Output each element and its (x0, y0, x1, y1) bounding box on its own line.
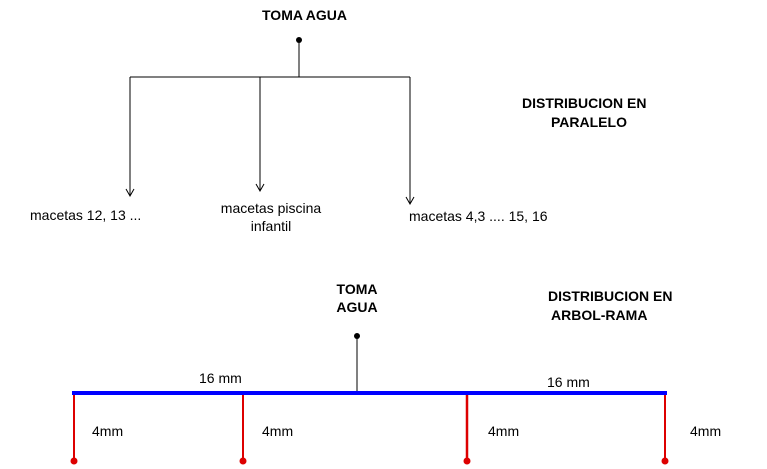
parallel-branch-left-label: macetas 12, 13 ... (30, 207, 142, 223)
tree-main-pipe-right-label: 16 mm (547, 374, 590, 390)
parallel-arrow-middle (255, 183, 265, 193)
parallel-title-line2: PARALELO (551, 114, 627, 130)
parallel-arrow-left (125, 188, 135, 198)
tree-branch-2-label: 4mm (262, 423, 294, 439)
tree-branch-3-label: 4mm (488, 423, 520, 439)
parallel-title-line1: DISTRIBUCION EN (522, 95, 647, 111)
tree-diagram (70, 333, 669, 465)
tree-branch-3-outlet (463, 457, 471, 465)
parallel-branch-middle-label-line2: infantil (250, 218, 292, 234)
tree-source-label-line1: TOMA (336, 281, 378, 297)
tree-branch-4-label: 4mm (690, 423, 722, 439)
tree-title-line1: DISTRIBUCION EN (548, 288, 673, 304)
parallel-arrow-right (405, 196, 415, 206)
tree-branch-2-outlet (239, 457, 247, 465)
parallel-diagram (125, 37, 415, 206)
tree-source-label-line2: AGUA (336, 299, 378, 315)
parallel-branch-middle-label-line1: macetas piscina (220, 200, 322, 216)
tree-main-pipe-left-label: 16 mm (199, 370, 242, 386)
tree-branch-1-label: 4mm (92, 423, 124, 439)
parallel-branch-right-label: macetas 4,3 .... 15, 16 (409, 208, 548, 224)
tree-branch-4-outlet (661, 457, 669, 465)
parallel-source-label: TOMA AGUA (262, 7, 348, 23)
tree-branch-1-outlet (70, 457, 78, 465)
tree-title-line2: ARBOL-RAMA (551, 307, 648, 323)
